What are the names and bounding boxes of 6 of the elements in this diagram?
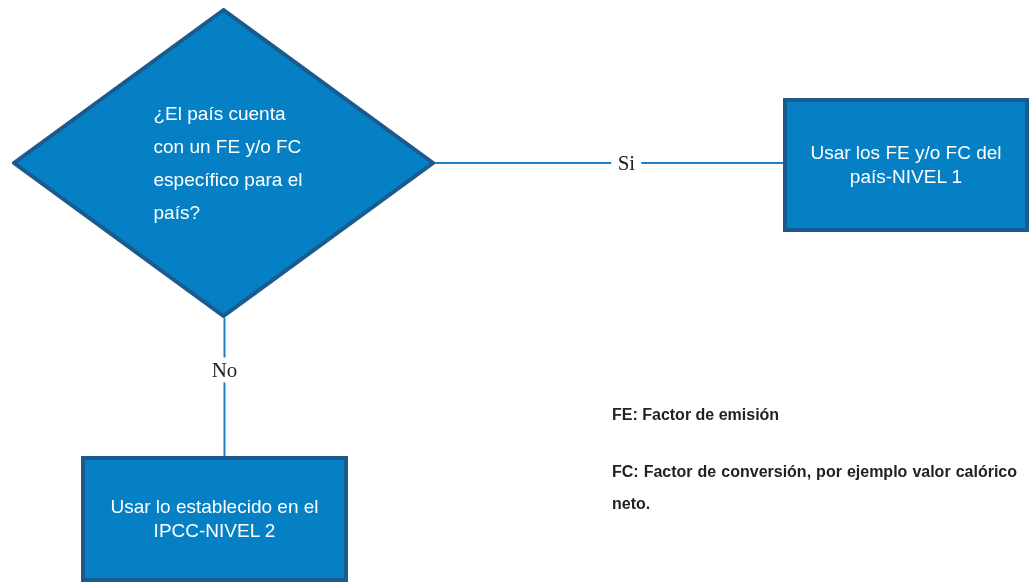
- note-text: FE: Factor de emisión: [612, 405, 781, 425]
- process-box: Usar lo establecido en el IPCC-NIVEL 2: [81, 456, 348, 582]
- connector-line: [434, 162, 784, 164]
- process-box: Usar los FE y/o FC del país-NIVEL 1: [783, 98, 1029, 232]
- decision-text: ¿El país cuenta con un FE y/o FC específico para el país?: [153, 101, 304, 226]
- note-text: FC: Factor de conversión, por ejemplo valor calórico neto.: [612, 462, 1017, 514]
